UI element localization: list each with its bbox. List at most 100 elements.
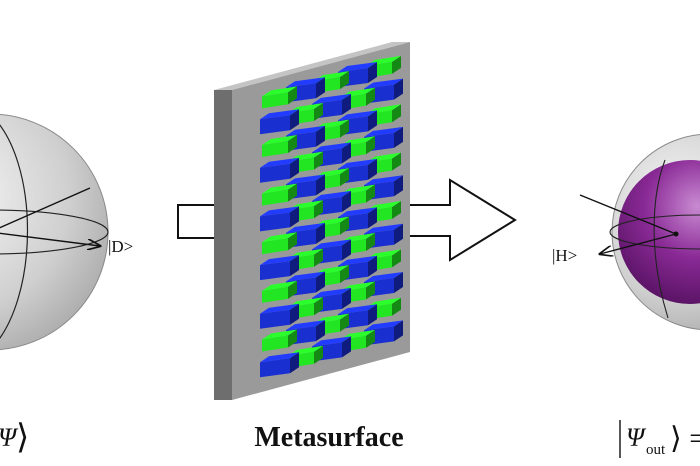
right-state-vector [600, 233, 677, 254]
nanoblock-array [260, 55, 403, 378]
nanoblock-blue-top [312, 287, 351, 298]
nanoblock-blue-side [368, 110, 377, 132]
left-sphere-body [0, 113, 109, 351]
nanoblock-blue-side [316, 77, 325, 99]
nanoblock-blue-side [316, 222, 325, 244]
nanoblock-blue-side [342, 287, 351, 309]
nanoblock-green-top [262, 86, 297, 97]
right-bloch-sphere: |H> [552, 134, 700, 330]
left-sphere-equator [0, 209, 109, 255]
nanoblock-blue-side [290, 255, 299, 277]
nanoblock-blue-front [260, 163, 290, 183]
nanoblock-blue-side [368, 207, 377, 229]
nanoblock-blue-top [364, 272, 403, 282]
nanoblock-blue-top [286, 174, 325, 185]
nanoblock-blue-top [364, 320, 403, 331]
nanoblock-blue-top [260, 303, 299, 314]
nanoblock-blue-top [312, 190, 351, 201]
nanoblock-blue-side [342, 336, 351, 358]
left-state-vector [0, 232, 100, 246]
nanoblock-blue-top [312, 142, 351, 153]
left-sphere-axis [0, 187, 91, 229]
nanoblock-blue-side [342, 142, 351, 164]
nanoblock-blue-side [290, 109, 299, 131]
nanoblock-blue-side [368, 158, 377, 180]
nanoblock-blue-top [260, 255, 299, 266]
nanoblock-blue-side [342, 239, 351, 261]
nanoblock-blue-top [338, 255, 377, 266]
nanoblock-green-top [262, 232, 297, 243]
nanoblock-blue-top [364, 126, 403, 137]
output-ket-subscript: out [646, 442, 666, 458]
nanoblock-blue-top [260, 157, 299, 168]
nanoblock-blue-side [394, 272, 403, 293]
nanoblock-blue-side [290, 352, 299, 374]
nanoblock-blue-top [286, 77, 325, 88]
nanoblock-blue-top [260, 206, 299, 217]
nanoblock-blue-front [260, 309, 290, 329]
nanoblock-blue-side [316, 271, 325, 293]
right-inner-sphere [618, 160, 700, 304]
nanoblock-blue-top [260, 352, 299, 363]
nanoblock-blue-side [394, 223, 403, 245]
nanoblock-blue-top [364, 175, 403, 186]
nanoblock-blue-top [312, 93, 351, 104]
left-state-label: |D> [108, 237, 133, 256]
nanoblock-blue-side [316, 174, 325, 196]
output-ket-symbol: Ψ [626, 423, 647, 452]
nanoblock-blue-top [338, 207, 377, 218]
input-ket-close: ⟩ [16, 419, 29, 456]
nanoblock-blue-front [260, 115, 290, 135]
left-sphere-meridian [0, 124, 28, 339]
nanoblock-blue-top [364, 223, 403, 234]
nanoblock-blue-top [338, 158, 377, 169]
metasurface-title: Metasurface [254, 422, 403, 453]
nanoblock-blue-top [286, 271, 325, 282]
right-state-label: |H> [552, 246, 577, 265]
nanoblock-blue-side [368, 62, 377, 83]
nanoblock-blue-top [260, 109, 299, 120]
nanoblock-blue-side [290, 303, 299, 325]
output-ket-close: ⟩ = [670, 422, 700, 455]
nanoblock-blue-side [342, 190, 351, 212]
nanoblock-blue-side [394, 126, 403, 148]
right-sphere-equator [609, 214, 700, 250]
nanoblock-blue-front [260, 261, 290, 281]
input-ket-symbol: Ψ [0, 423, 19, 452]
nanoblock-green-front [262, 141, 288, 157]
nanoblock-green-top [262, 135, 297, 145]
nanoblock-blue-top [312, 239, 351, 250]
nanoblock-blue-top [364, 78, 403, 89]
nanoblock-blue-top [338, 62, 377, 72]
nanoblock-blue-side [342, 93, 351, 115]
nanoblock-green-front [262, 335, 288, 352]
nanoblock-blue-top [286, 125, 325, 136]
substrate-side-face [214, 90, 232, 400]
right-sphere-center-dot [673, 231, 679, 237]
output-ket: Ψ out ⟩ = [619, 420, 700, 458]
nanoblock-green-top [262, 280, 297, 291]
nanoblock-blue-front [260, 212, 290, 232]
nanoblock-blue-top [338, 304, 377, 315]
nanoblock-blue-front [260, 358, 290, 378]
input-ket: Ψ ⟩ [0, 419, 29, 456]
nanoblock-blue-side [394, 175, 403, 197]
nanoblock-blue-side [368, 304, 377, 326]
nanoblock-blue-top [312, 336, 351, 347]
right-sphere-axis [579, 194, 677, 235]
nanoblock-blue-side [290, 206, 299, 228]
nanoblock-green-front [262, 92, 288, 109]
nanoblock-green-top [262, 183, 297, 194]
left-bloch-sphere: |D> [0, 113, 133, 351]
nanoblock-blue-side [316, 320, 325, 342]
nanoblock-blue-side [394, 78, 403, 100]
substrate-top-face [214, 42, 410, 90]
nanoblock-green-front [262, 238, 288, 255]
nanoblock-green-front [262, 189, 288, 206]
nanoblock-blue-side [316, 125, 325, 147]
nanoblock-blue-top [286, 222, 325, 233]
nanoblock-blue-side [290, 157, 299, 179]
nanoblock-blue-top [286, 320, 325, 331]
right-sphere-meridian [653, 159, 669, 319]
